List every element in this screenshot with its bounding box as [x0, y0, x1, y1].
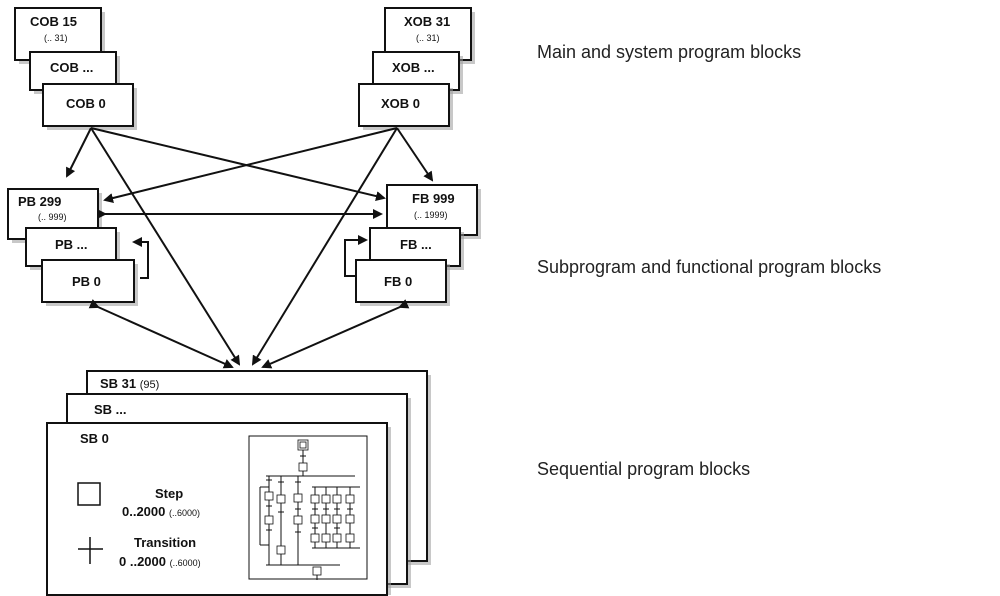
fb-0-label: FB 0 [384, 274, 412, 289]
transition-icon [78, 537, 103, 564]
arrow-xob-to-pb [103, 127, 398, 203]
xob-31-range: (.. 31) [416, 33, 440, 43]
step-icon [77, 482, 101, 506]
arrow-xob-to-fb [396, 127, 434, 182]
sb-31-label: SB 31 (95) [100, 376, 159, 391]
call-arrows [66, 127, 434, 369]
cob-mid-label: COB ... [50, 60, 93, 75]
arrow-pb-sb [88, 299, 234, 369]
step-label: Step [155, 486, 183, 501]
caption-sequential: Sequential program blocks [537, 459, 750, 479]
cob-15-range: (.. 31) [44, 33, 68, 43]
xob-mid-label: XOB ... [392, 60, 435, 75]
xob-0-label: XOB 0 [381, 96, 420, 111]
step-range: 0..2000 (..6000) [122, 504, 200, 519]
arrow-fb-sb [261, 299, 410, 369]
fb-mid-label: FB ... [400, 237, 432, 252]
xob-stack: XOB 31 (.. 31) XOB ... XOB 0 [358, 7, 475, 130]
pb-299-range: (.. 999) [38, 212, 67, 222]
sb-0-label: SB 0 [80, 431, 109, 446]
fb-999-block [386, 184, 478, 236]
cob-0-block [42, 83, 134, 127]
sb-mid-label: SB ... [94, 402, 127, 417]
pb-299-label: PB 299 [18, 194, 61, 209]
sb-stack: SB 31 (95) SB ... SB 0 Step 0..2000 (..6… [46, 370, 431, 596]
arrow-cob-to-pb [66, 127, 92, 178]
transition-label: Transition [134, 535, 196, 550]
transition-range: 0 ..2000 (..6000) [119, 554, 201, 569]
fb-999-range: (.. 1999) [414, 210, 448, 220]
cob-15-label: COB 15 [30, 14, 77, 29]
caption-main-system: Main and system program blocks [537, 42, 801, 62]
fb-recursion-arrow [344, 235, 368, 277]
xob-0-block [358, 83, 450, 127]
fb-stack: FB 999 (.. 1999) FB ... FB 0 [344, 184, 481, 306]
pb-0-block [41, 259, 135, 303]
arrow-cob-to-fb [90, 127, 386, 202]
pb-mid-label: PB ... [55, 237, 88, 252]
pb-stack: PB 299 (.. 999) PB ... PB 0 [7, 188, 149, 306]
pb-0-label: PB 0 [72, 274, 101, 289]
sequence-graph-thumbnail [248, 435, 368, 580]
cob-0-label: COB 0 [66, 96, 106, 111]
cob-stack: COB 15 (.. 31) COB ... COB 0 [14, 7, 137, 130]
fb-999-label: FB 999 [412, 191, 455, 206]
xob-31-label: XOB 31 [404, 14, 450, 29]
pb-recursion-arrow [132, 237, 149, 279]
caption-subprogram-functional: Subprogram and functional program blocks [537, 257, 881, 277]
